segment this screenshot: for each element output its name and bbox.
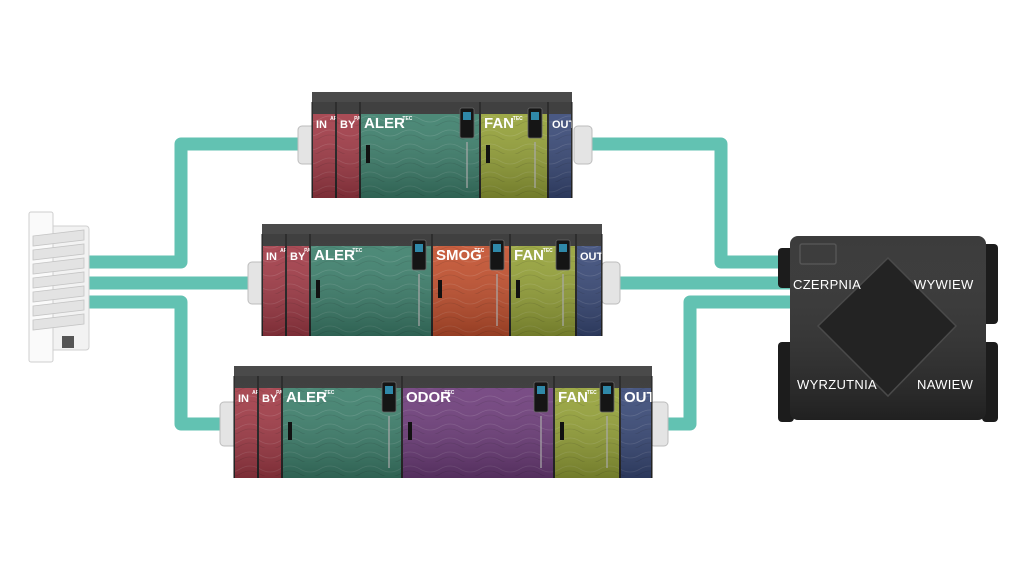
module-label: FAN [484, 115, 514, 132]
module-label: FAN [558, 389, 588, 406]
module-label: FAN [514, 247, 544, 264]
module-label: IN [238, 393, 249, 405]
module-label: IN [266, 251, 277, 263]
grille-slat [32, 285, 85, 303]
module-label: ODOR [406, 389, 451, 406]
module-label: IN [316, 119, 327, 131]
grille-slat [32, 299, 85, 317]
module-sup: TEC [474, 248, 484, 254]
filter-unit-middle: INAFTBYPASSALERTECSMOGTECFANTECOUTAFT [247, 224, 621, 336]
module-sup: TEC [402, 116, 412, 122]
module-latch [366, 145, 370, 163]
module-label: ALER [314, 247, 355, 264]
module-by: BYPASS [285, 234, 318, 336]
duct-left-bottom [88, 295, 226, 431]
control-screen [463, 112, 471, 120]
air-grille [28, 211, 90, 363]
module-latch [438, 280, 442, 298]
module-sup: AFT [280, 248, 290, 254]
control-screen [559, 244, 567, 252]
module-label: OUT [552, 119, 576, 131]
grille-slat [32, 257, 85, 275]
grille-latch [62, 336, 74, 348]
module-label: ALER [364, 115, 405, 132]
label-wywiew: WYWIEW [914, 277, 974, 292]
module-by: BYPASS [335, 102, 368, 198]
module-sup: TEC [513, 116, 523, 122]
module-sup: AFT [252, 390, 262, 396]
module-label: SMOG [436, 247, 482, 264]
filter-unit-bottom: INAFTBYPASSALERTECODORTECFANTECOUTAFT [219, 366, 669, 478]
control-screen [385, 386, 393, 394]
module-latch [516, 280, 520, 298]
module-latch [486, 145, 490, 163]
module-label: BY [262, 393, 278, 405]
module-label: BY [290, 251, 306, 263]
grille-slats [32, 229, 85, 331]
module-latch [408, 422, 412, 440]
module-label: ALER [286, 389, 327, 406]
label-wyrzutnia: WYRZUTNIA [797, 377, 877, 392]
module-label: OUT [580, 251, 604, 263]
control-screen [531, 112, 539, 120]
module-latch [316, 280, 320, 298]
unit-top-strip [262, 224, 602, 234]
module-sup: AFT [330, 116, 340, 122]
module-label: OUT [624, 389, 656, 406]
grille-slat [32, 313, 85, 331]
label-czerpnia: CZERPNIA [793, 277, 861, 292]
module-sup: TEC [543, 248, 553, 254]
control-screen [415, 244, 423, 252]
module-latch [288, 422, 292, 440]
label-nawiew: NAWIEW [917, 377, 974, 392]
control-screen [537, 386, 545, 394]
grille-slat [32, 229, 85, 247]
duct-bottom-to-hrv [662, 295, 790, 431]
module-by: BYPASS [257, 376, 290, 478]
grille-slat [32, 271, 85, 289]
control-screen [603, 386, 611, 394]
air-ducts [88, 137, 790, 431]
unit-outlet [573, 125, 593, 165]
duct-left-top [88, 137, 305, 269]
module-latch [560, 422, 564, 440]
hrv-exchanger-core [816, 256, 958, 398]
module-sup: TEC [587, 390, 597, 396]
module-sup: AFT [653, 390, 663, 396]
hrv-display [799, 243, 837, 265]
duct-top-to-hrv [584, 137, 790, 269]
filter-unit-top: INAFTBYPASSALERTECFANTECOUTAFT [297, 92, 593, 198]
control-screen [493, 244, 501, 252]
module-sup: AFT [573, 116, 583, 122]
module-sup: AFT [601, 248, 611, 254]
module-sup: TEC [444, 390, 454, 396]
module-label: BY [340, 119, 356, 131]
unit-outlet [601, 261, 621, 305]
unit-top-strip [234, 366, 652, 376]
grille-slat [32, 243, 85, 261]
heat-recovery-unit: CZERPNIA WYWIEW WYRZUTNIA NAWIEW [778, 236, 998, 422]
module-sup: TEC [324, 390, 334, 396]
unit-top-strip [312, 92, 572, 102]
unit-outlet [649, 401, 669, 447]
module-sup: TEC [352, 248, 362, 254]
